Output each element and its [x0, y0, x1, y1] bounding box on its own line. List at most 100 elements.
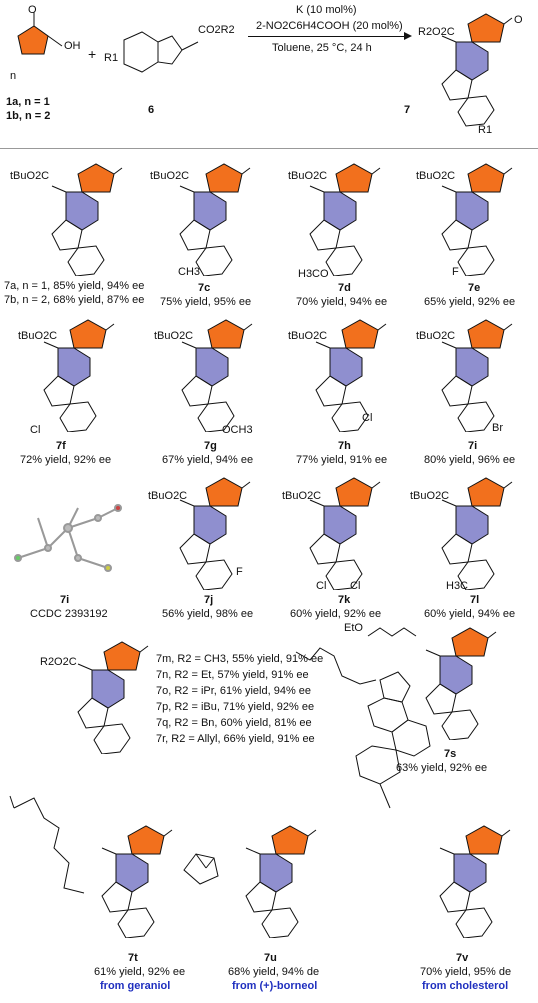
series-r2-ester: R2O2C — [40, 656, 77, 668]
compound-7s-chain — [367, 627, 417, 637]
reactant-1a-label: 1a, n = 1 — [6, 96, 50, 108]
xray-ccdc: CCDC 2393192 — [30, 608, 108, 620]
series-7r: 7r, R2 = Allyl, 66% yield, 91% ee — [156, 733, 315, 745]
compound-7h-substituent: Cl — [362, 412, 373, 424]
compound-7k-substituent-1: Cl — [316, 580, 327, 592]
compound-7e-ester: tBuO2C — [416, 170, 456, 182]
borneol-cage — [183, 853, 219, 885]
compound-7u-label: 7u — [264, 952, 277, 964]
reactant-1-o: O — [28, 4, 37, 16]
reactant-6-structure — [123, 31, 199, 73]
compound-7t-source: from geraniol — [100, 980, 171, 992]
compound-7i-substituent: Br — [492, 422, 503, 434]
compound-7l-label: 7l — [470, 594, 480, 606]
compound-7c-label: 7c — [198, 282, 211, 294]
compound-7h-yield: 77% yield, 91% ee — [296, 454, 388, 466]
compound-7e-yield: 65% yield, 92% ee — [424, 296, 516, 308]
compound-7d-substituent: H3CO — [298, 268, 329, 280]
series-7q: 7q, R2 = Bn, 60% yield, 81% ee — [156, 717, 312, 729]
section-divider — [0, 148, 538, 149]
compound-7d-ester: tBuO2C — [288, 170, 328, 182]
compound-7l-ester: tBuO2C — [410, 490, 450, 502]
product-7-r1: R1 — [478, 124, 493, 136]
series-r2-structure — [77, 641, 149, 754]
reactant-1-n: n — [10, 70, 17, 82]
reaction-arrowhead — [404, 32, 412, 40]
compound-7j-structure — [179, 477, 251, 590]
compound-7g-ester: tBuO2C — [154, 330, 194, 342]
compound-7f-label: 7f — [56, 440, 66, 452]
compound-7c-ester: tBuO2C — [150, 170, 190, 182]
compound-7c-yield: 75% yield, 95% ee — [160, 296, 252, 308]
compound-7u-structure — [245, 825, 317, 938]
conditions-text: Toluene, 25 °C, 24 h — [272, 42, 372, 54]
compound-7b-caption: 7b, n = 2, 68% yield, 87% ee — [4, 294, 145, 306]
product-7-ester: R2O2C — [418, 26, 455, 38]
compound-7k-substituent-2: Cl — [350, 580, 361, 592]
series-7n: 7n, R2 = Et, 57% yield, 91% ee — [156, 669, 309, 681]
compound-7s-etO: EtO — [344, 622, 363, 634]
compound-7h-label: 7h — [338, 440, 351, 452]
compound-7k-yield: 60% yield, 92% ee — [290, 608, 382, 620]
geraniol-chain — [9, 795, 85, 894]
compound-7f-ester: tBuO2C — [18, 330, 58, 342]
compound-7i-ester: tBuO2C — [416, 330, 456, 342]
compound-7i-yield: 80% yield, 96% ee — [424, 454, 516, 466]
compound-7k-structure — [309, 477, 381, 590]
reactant-1b-label: 1b, n = 2 — [6, 110, 51, 122]
compound-7g-yield: 67% yield, 94% ee — [162, 454, 254, 466]
compound-7k-label: 7k — [338, 594, 351, 606]
cholesterol-skeleton — [295, 647, 431, 809]
compound-7j-ester: tBuO2C — [148, 490, 188, 502]
compound-7d-yield: 70% yield, 94% ee — [296, 296, 388, 308]
compound-7j-yield: 56% yield, 98% ee — [162, 608, 254, 620]
xray-structure-image — [14, 504, 122, 572]
reactant-1-oh: OH — [64, 40, 81, 52]
compound-7t-structure — [101, 825, 173, 938]
compound-7l-substituent: H3C — [446, 580, 469, 592]
compound-7j-label: 7j — [204, 594, 214, 606]
compound-7a-structure — [51, 163, 123, 276]
compound-7u-yield: 68% yield, 94% de — [228, 966, 320, 978]
product-7-o: O — [514, 14, 523, 26]
compound-7l-yield: 60% yield, 94% ee — [424, 608, 516, 620]
compound-7v-label: 7v — [456, 952, 469, 964]
reaction-scheme: O OH n 1a, n = 1 1b, n = 2 + R1 CO2R2 6 … — [0, 0, 538, 140]
compound-7j-substituent: F — [236, 566, 243, 578]
compound-7g-substituent: OCH3 — [222, 424, 253, 436]
reactant-6-label: 6 — [148, 104, 155, 116]
compound-7i-label: 7i — [468, 440, 478, 452]
compound-7s-yield: 63% yield, 92% ee — [396, 762, 488, 774]
product-7-label: 7 — [404, 104, 411, 116]
compound-7a-caption: 7a, n = 1, 85% yield, 94% ee — [4, 280, 145, 292]
compound-7f-substituent: Cl — [30, 424, 41, 436]
compound-7e-substituent: F — [452, 266, 459, 278]
catalyst-text: K (10 mol%) — [296, 4, 357, 16]
plus-sign: + — [88, 46, 97, 62]
xray-label: 7i — [60, 594, 70, 606]
compound-7v-source: from cholesterol — [422, 980, 509, 992]
reactant-1-structure — [17, 12, 63, 55]
series-7m: 7m, R2 = CH3, 55% yield, 91% ee — [156, 653, 324, 665]
reactant-6-r1: R1 — [104, 52, 119, 64]
compound-7t-yield: 61% yield, 92% ee — [94, 966, 186, 978]
compound-7h-ester: tBuO2C — [288, 330, 328, 342]
acid-text: 2-NO2C6H4COOH (20 mol%) — [256, 20, 403, 32]
compound-7c-substituent: CH3 — [178, 266, 201, 278]
compound-7a-ester: tBuO2C — [10, 170, 50, 182]
compound-7g-label: 7g — [204, 440, 217, 452]
compound-7e-label: 7e — [468, 282, 481, 294]
reactant-6-ester: CO2R2 — [198, 24, 235, 36]
series-7o: 7o, R2 = iPr, 61% yield, 94% ee — [156, 685, 312, 697]
compound-7s-label: 7s — [444, 748, 457, 760]
compound-7t-label: 7t — [128, 952, 138, 964]
compound-7v-structure — [439, 825, 511, 938]
reaction-arrow — [248, 36, 408, 37]
series-7p: 7p, R2 = iBu, 71% yield, 92% ee — [156, 701, 315, 713]
compound-7v-yield: 70% yield, 95% de — [420, 966, 512, 978]
compound-7d-label: 7d — [338, 282, 351, 294]
compound-7f-yield: 72% yield, 92% ee — [20, 454, 112, 466]
compound-7u-source: from (+)-borneol — [232, 980, 318, 992]
compound-7k-ester: tBuO2C — [282, 490, 322, 502]
compound-7l-structure — [441, 477, 513, 590]
